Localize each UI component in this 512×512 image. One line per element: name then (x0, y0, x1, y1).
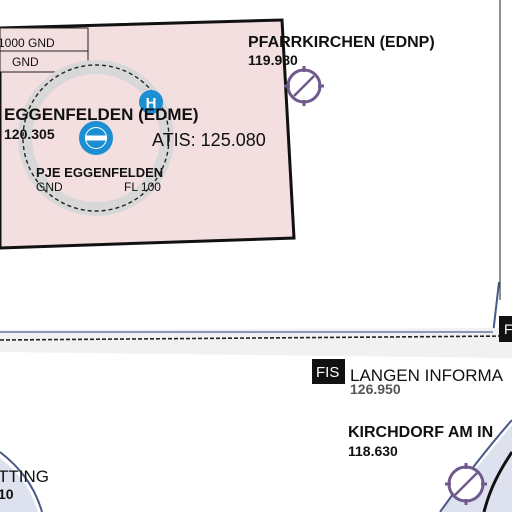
partial-airport-name: TTING (0, 467, 49, 486)
boundary-line (492, 281, 500, 335)
heliport-icon[interactable]: H (139, 90, 163, 114)
eggenfelden-name: EGGENFELDEN (EDME) (4, 105, 199, 124)
fis-frequency: 126.950 (350, 381, 401, 397)
svg-text:FI: FI (504, 321, 512, 337)
svg-text:FIS: FIS (316, 364, 339, 381)
fis-badge-right: FI (499, 316, 512, 342)
partial-airport-frequency: 10 (0, 486, 14, 502)
pfarrkirchen-frequency: 119.980 (248, 52, 298, 68)
airspace-ceiling: 1000 GND (0, 36, 55, 50)
eggenfelden-frequency: 120.305 (4, 126, 55, 142)
pfarrkirchen-name: PFARRKIRCHEN (EDNP) (248, 34, 435, 51)
partial-airspace (0, 451, 43, 512)
pje-upper-limit: FL 100 (124, 180, 161, 194)
eggenfelden-atis: ATIS: 125.080 (152, 130, 266, 150)
fis-boundary (0, 328, 512, 358)
fis-badge: FIS (312, 359, 345, 384)
svg-text:H: H (146, 95, 157, 112)
kirchdorf-frequency: 118.630 (348, 443, 398, 459)
fis-name: LANGEN INFORMA (350, 366, 504, 385)
pje-name: PJE EGGENFELDEN (36, 165, 163, 180)
kirchdorf-name: KIRCHDORF AM IN (348, 424, 493, 441)
pje-lower-limit: GND (36, 180, 63, 194)
airport-icon[interactable] (79, 121, 113, 155)
glider-site-icon[interactable] (284, 66, 324, 106)
airspace-floor: GND (12, 55, 39, 69)
glider-site-icon[interactable] (445, 463, 487, 505)
pje-zone: PJE EGGENFELDEN GND FL 100 (18, 60, 174, 216)
